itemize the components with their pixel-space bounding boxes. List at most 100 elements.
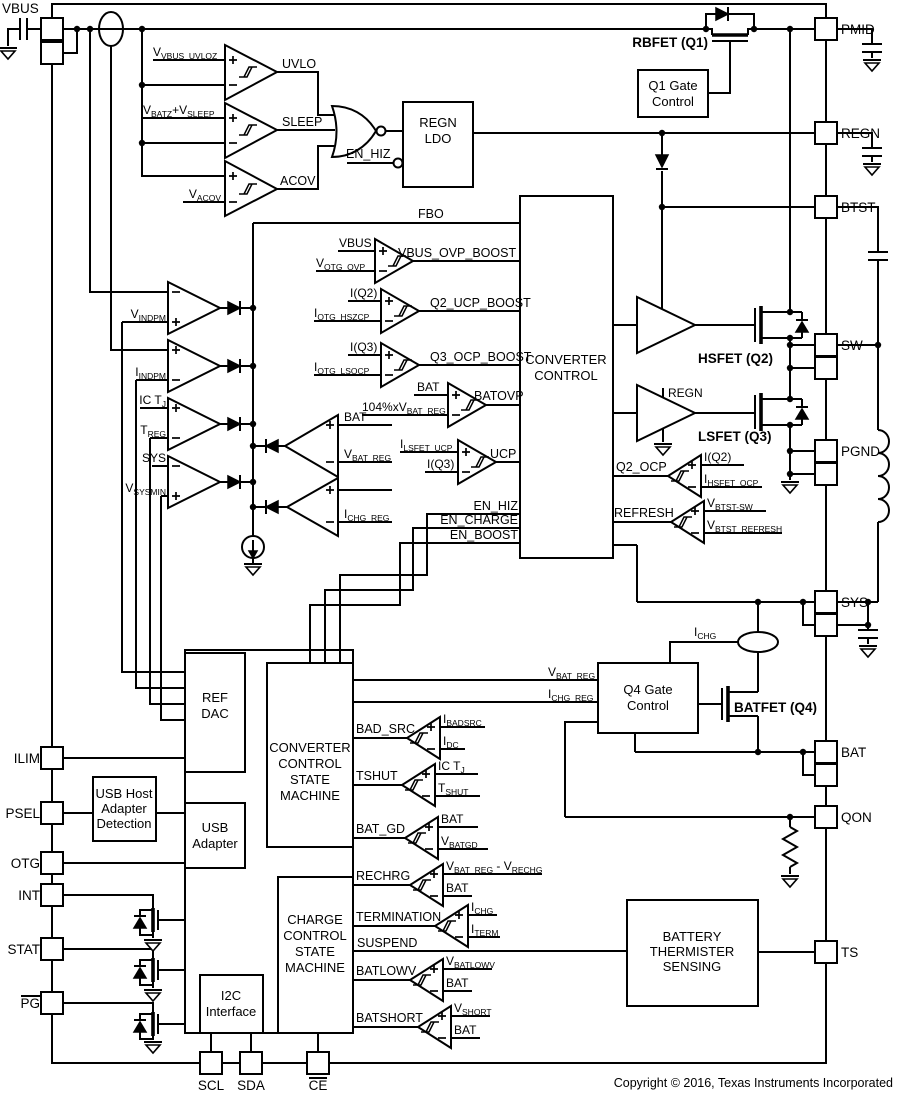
batlowv-minus-label: BAT [446,976,469,990]
pin-stat [40,937,64,961]
pin-label-sys: SYS [841,595,868,610]
vbus-ovp-boost-comparator [374,237,415,285]
q2-ocp-minus-label: IHSFET_OCP [704,472,759,488]
copyright-text: Copyright © 2016, Texas Instruments Inco… [614,1076,893,1090]
sysmin-amp [167,454,223,510]
qon-pulldown-resistor [780,826,800,868]
pin-pgnd-1 [814,439,838,463]
fet-symbols [151,33,763,1036]
usb-host-detection-box [92,776,157,842]
sleep-output-label: SLEEP [282,115,322,129]
uvlo-comparator [224,43,280,102]
usb-host-label-2: Adapter [101,801,147,816]
ref-dac-label-1: REF [202,690,228,705]
charge-control-state-machine-box [277,876,354,1034]
ref-dac-box [184,652,246,773]
i2c-interface-box [199,974,264,1034]
refresh-comparator [669,499,705,545]
pin-label-pg: PG [20,996,40,1011]
pin-psel [40,801,64,825]
pin-label-scl: SCL [198,1078,225,1093]
refresh-plus-label: VBTST-SW [707,496,753,512]
charge-current-amp [284,476,339,538]
regn-ldo-label-2: LDO [425,131,452,146]
refresh-minus-label: VBTST_REFRESH [707,518,782,534]
pin-ilim [40,746,64,770]
q3-ocp-minus-label: IOTG_LSOCP [314,360,370,376]
iindpm-label: IINDPM [135,365,166,381]
en-charge-label: EN_CHARGE [440,513,518,527]
bat-gd-output-label: BAT_GD [356,822,405,836]
pin-label-vbus: VBUS [2,1,39,16]
rechrg-minus-label: BAT [446,881,469,895]
batlowv-output-label: BATLOWV [356,964,417,978]
nor-gate [330,104,387,159]
acov-ref-label: VACOV [189,187,221,203]
charge-current-sense [737,631,779,653]
usb-host-label-1: USB Host [95,786,152,801]
batovp-plus-label: BAT [417,380,440,394]
inductor [877,429,890,523]
ccsm-label-1: CONVERTER [269,740,350,755]
lsfet-label: LSFET (Q3) [698,429,772,444]
i2c-label-1: I2C [221,988,241,1003]
pin-label-pmid: PMID [841,22,875,37]
q4-gate-label-1: Q4 Gate [623,682,672,697]
thermal-reg-amp [167,396,223,452]
pin-label-qon: QON [841,810,872,825]
pin-sys-1 [814,590,838,614]
acov-output-label: ACOV [280,174,316,188]
therm-label-3: SENSING [663,959,722,974]
ucp-plus-label: ILSFET_UCP [400,437,453,453]
termination-output-label: TERMINATION [356,910,441,924]
uvlo-output-label: UVLO [282,57,316,71]
pin-sda [239,1051,263,1075]
usb-adapter-label-1: USB [202,820,229,835]
pin-bat-2 [814,763,838,787]
rbfet-body-diode [715,6,729,22]
q1-gate-label-2: Control [652,94,694,109]
pin-vbus-2 [40,41,64,65]
pin-ce [306,1051,330,1075]
rechrg-plus-label: VBAT_REG - VRECHG [446,859,542,875]
regn-ldo-label-1: REGN [419,115,457,130]
tshut-plus-label: IC TJ [438,759,465,775]
q4-vbatreg-label: VBAT_REG [548,665,595,681]
q4-gate-control-box [597,662,699,734]
regn-btst-diode [655,154,669,170]
pin-ts [814,940,838,964]
comparators [167,43,705,1050]
battery-voltage-amp [283,413,339,479]
pin-label-ts: TS [841,945,858,960]
wires-top-left [7,13,814,351]
converter-control-label-2: CONTROL [534,368,598,383]
pin-label-pgnd: PGND [841,444,880,459]
termination-plus-label: ICHG [471,900,493,916]
bad-src-plus-label: IBADSRC [443,712,482,728]
pin-label-ce: CE [309,1078,328,1093]
ref-dac-label-2: DAC [201,706,228,721]
pin-btst [814,195,838,219]
pin-pg [40,991,64,1015]
pin-sw-1 [814,333,838,357]
rechrg-output-label: RECHRG [356,869,410,883]
q2-ucp-minus-label: IOTG_HSZCP [314,306,370,322]
bad-src-minus-label: IDC [443,734,459,750]
pin-label-sda: SDA [237,1078,265,1093]
pin-pmid [814,17,838,41]
bad-src-output-label: BAD_SRC [356,722,415,736]
vsysmin-label: VSYSMIN [125,481,166,497]
pin-qon [814,805,838,829]
uvlo-ref-label: VVBUS_UVLOZ [153,45,217,61]
chsm-label-2: CONTROL [283,928,347,943]
ls-driver-regn-label: REGN [668,386,703,400]
pin-pgnd-2 [814,462,838,486]
lsfet-body-diode [795,406,809,420]
hsfet-label: HSFET (Q2) [698,351,773,366]
bat-amp-minus-label: VBAT_REG [344,447,391,463]
ictj-label: IC TJ [139,393,166,409]
refresh-output-label: REFRESH [614,506,674,520]
q2-ocp-plus-label: I(Q2) [704,450,731,464]
batovp-output-label: BATOVP [474,389,524,403]
pin-label-ilim: ILIM [14,751,40,766]
